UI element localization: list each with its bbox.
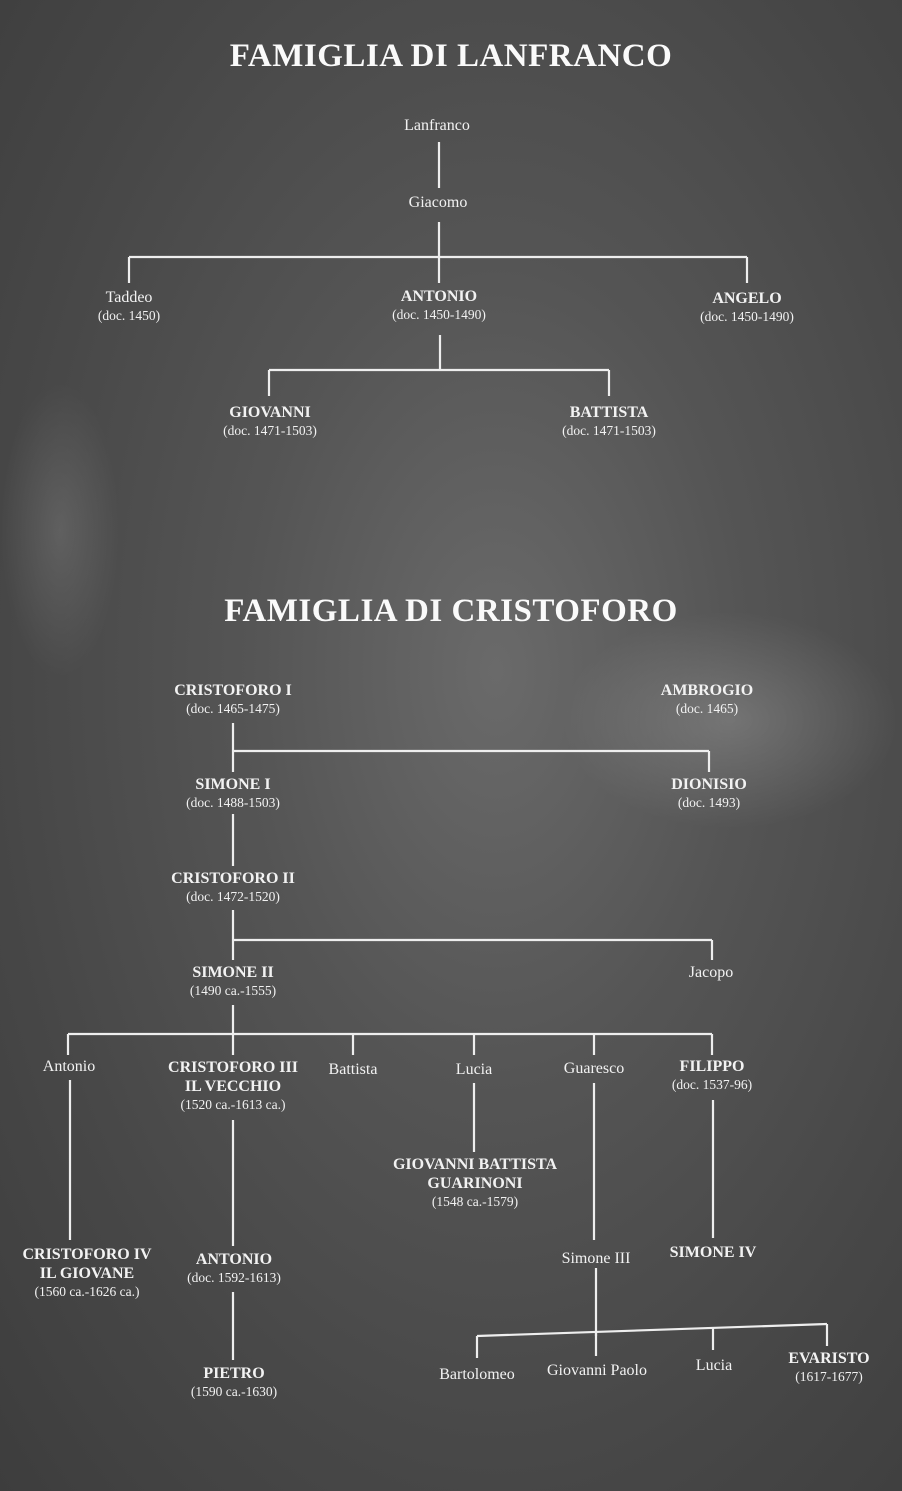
node-giovanni: GIOVANNI (doc. 1471-1503) xyxy=(223,403,317,439)
person-name: BATTISTA xyxy=(569,404,649,421)
person-name: ANTONIO xyxy=(195,1251,273,1268)
person-name: Simone III xyxy=(561,1250,631,1267)
node-dionisio: DIONISIO (doc. 1493) xyxy=(671,775,747,811)
person-name: FILIPPO xyxy=(679,1058,745,1075)
person-name: EVARISTO xyxy=(788,1350,870,1367)
node-antonio-lanfranco: ANTONIO (doc. 1450-1490) xyxy=(392,287,486,323)
node-lanfranco: Lanfranco xyxy=(404,116,470,135)
title-famiglia-lanfranco: FAMIGLIA DI LANFRANCO xyxy=(229,38,673,74)
node-antonio-2: ANTONIO (doc. 1592-1613) xyxy=(187,1250,281,1286)
person-dates: (1617-1677) xyxy=(795,1369,863,1384)
node-giovanni-battista-guarinoni: GIOVANNI BATTISTA GUARINONI (1548 ca.-15… xyxy=(393,1155,557,1210)
person-name: Taddeo xyxy=(105,289,153,306)
person-name: ANGELO xyxy=(712,290,782,307)
person-name: Lanfranco xyxy=(404,117,470,134)
node-battista-cristoforo: Battista xyxy=(329,1060,378,1079)
node-lucia-2: Lucia xyxy=(696,1356,732,1375)
person-dates: (doc. 1465-1475) xyxy=(186,701,280,716)
person-name: Lucia xyxy=(455,1061,493,1078)
person-name: Giacomo xyxy=(408,194,468,211)
node-simone-iii: Simone III xyxy=(562,1249,631,1268)
node-angelo: ANGELO (doc. 1450-1490) xyxy=(700,289,794,325)
node-giovanni-paolo: Giovanni Paolo xyxy=(547,1361,647,1380)
node-battista-lanfranco: BATTISTA (doc. 1471-1503) xyxy=(562,403,656,439)
node-evaristo: EVARISTO (1617-1677) xyxy=(788,1349,869,1385)
person-dates: (1590 ca.-1630) xyxy=(190,1384,278,1399)
node-simone-ii: SIMONE II (1490 ca.-1555) xyxy=(190,963,276,999)
person-name: Lucia xyxy=(695,1357,733,1374)
node-taddeo: Taddeo (doc. 1450) xyxy=(98,288,160,324)
person-name: ANTONIO xyxy=(400,288,478,305)
person-dates: (doc. 1465) xyxy=(675,701,739,716)
background-sheen xyxy=(560,610,900,830)
person-dates: (1520 ca.-1613 ca.) xyxy=(180,1097,286,1112)
person-name: Giovanni Paolo xyxy=(547,1362,647,1379)
person-dates: (1548 ca.-1579) xyxy=(431,1194,519,1209)
person-dates: (1560 ca.-1626 ca.) xyxy=(34,1284,140,1299)
node-lucia: Lucia xyxy=(456,1060,492,1079)
person-name: Guaresco xyxy=(563,1060,625,1077)
node-ambrogio: AMBROGIO (doc. 1465) xyxy=(661,681,753,717)
person-name: CRISTOFORO I xyxy=(174,682,292,699)
person-name: CRISTOFORO IV xyxy=(22,1246,152,1263)
node-simone-i: SIMONE I (doc. 1488-1503) xyxy=(186,775,280,811)
person-dates: (doc. 1471-1503) xyxy=(562,423,656,438)
title-famiglia-cristoforo: FAMIGLIA DI CRISTOFORO xyxy=(224,593,678,629)
person-dates: (doc. 1450-1490) xyxy=(700,309,794,324)
node-cristoforo-i: CRISTOFORO I (doc. 1465-1475) xyxy=(174,681,292,717)
node-antonio-cristoforo: Antonio xyxy=(43,1057,95,1076)
person-dates: (doc. 1450-1490) xyxy=(392,307,486,322)
person-surname: GUARINONI xyxy=(427,1175,523,1192)
person-dates: (doc. 1493) xyxy=(677,795,741,810)
node-filippo: FILIPPO (doc. 1537-96) xyxy=(672,1057,752,1093)
node-simone-iv: SIMONE IV xyxy=(670,1243,757,1262)
person-name: GIOVANNI xyxy=(229,404,311,421)
person-name: DIONISIO xyxy=(671,776,747,793)
node-giacomo: Giacomo xyxy=(409,193,468,212)
node-pietro: PIETRO (1590 ca.-1630) xyxy=(191,1364,277,1400)
person-dates: (doc. 1471-1503) xyxy=(223,423,317,438)
connector-line xyxy=(476,1322,828,1338)
node-bartolomeo: Bartolomeo xyxy=(439,1365,515,1384)
background-sheen xyxy=(0,380,120,680)
node-guaresco: Guaresco xyxy=(564,1059,624,1078)
person-name: SIMONE I xyxy=(195,776,271,793)
person-dates: (doc. 1592-1613) xyxy=(187,1270,281,1285)
person-dates: (doc. 1537-96) xyxy=(671,1077,753,1092)
node-cristoforo-iv: CRISTOFORO IV IL GIOVANE (1560 ca.-1626 … xyxy=(22,1245,151,1300)
person-epithet: IL GIOVANE xyxy=(39,1265,135,1282)
person-name: GIOVANNI BATTISTA xyxy=(392,1156,558,1173)
person-name: AMBROGIO xyxy=(660,682,754,699)
person-dates: (doc. 1472-1520) xyxy=(186,889,280,904)
person-name: SIMONE IV xyxy=(669,1244,757,1261)
person-name: SIMONE II xyxy=(192,964,274,981)
person-name: CRISTOFORO II xyxy=(171,870,295,887)
person-dates: (doc. 1450) xyxy=(97,308,161,323)
person-name: Antonio xyxy=(42,1058,96,1075)
node-cristoforo-iii: CRISTOFORO III IL VECCHIO (1520 ca.-1613… xyxy=(168,1058,298,1113)
person-name: Jacopo xyxy=(688,964,734,981)
person-name: CRISTOFORO III xyxy=(168,1059,298,1076)
person-name: Bartolomeo xyxy=(439,1366,515,1383)
person-epithet: IL VECCHIO xyxy=(184,1078,282,1095)
node-cristoforo-ii: CRISTOFORO II (doc. 1472-1520) xyxy=(171,869,295,905)
person-name: PIETRO xyxy=(203,1365,265,1382)
person-dates: (doc. 1488-1503) xyxy=(186,795,280,810)
node-jacopo: Jacopo xyxy=(689,963,733,982)
person-name: Battista xyxy=(328,1061,378,1078)
person-dates: (1490 ca.-1555) xyxy=(189,983,277,998)
